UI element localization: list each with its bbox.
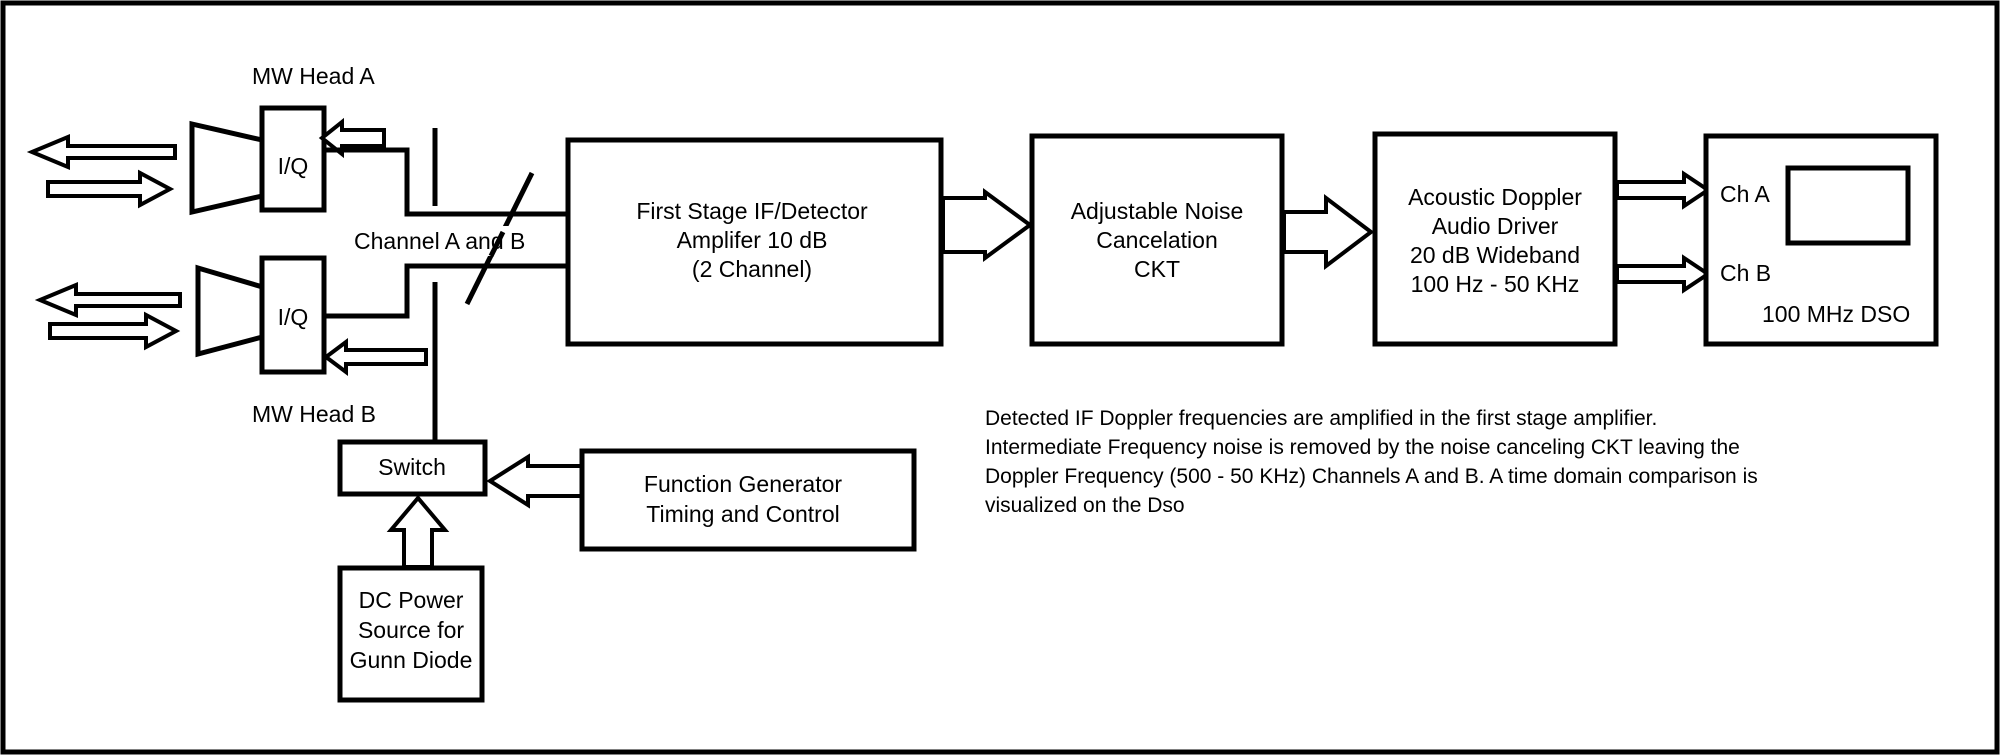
desc-line2: Intermediate Frequency noise is removed … bbox=[985, 436, 1740, 459]
switch-block: Switch bbox=[337, 439, 488, 497]
dc-line3: Gunn Diode bbox=[350, 647, 473, 673]
audio-line2: Audio Driver bbox=[1432, 213, 1559, 239]
description-text: Detected IF Doppler frequencies are ampl… bbox=[985, 407, 1758, 517]
head-b-feedback-arrow bbox=[322, 338, 428, 376]
mw-head-a: MW Head A I/Q bbox=[26, 63, 386, 216]
head-a-rx-arrow bbox=[46, 169, 175, 209]
dso-name-label: 100 MHz DSO bbox=[1762, 301, 1910, 327]
dc-line2: Source for bbox=[358, 617, 464, 643]
audio-to-ch-a-arrow bbox=[1615, 170, 1712, 210]
noise-line2: Cancelation bbox=[1096, 227, 1217, 253]
channel-label-bg bbox=[350, 226, 546, 256]
channel-wiring bbox=[324, 128, 568, 444]
dso-ch-b-label: Ch B bbox=[1720, 260, 1771, 286]
power-to-switch-arrow bbox=[386, 494, 450, 569]
horn-a-icon bbox=[189, 120, 265, 216]
iq-a-label: I/Q bbox=[278, 153, 309, 179]
dso-screen bbox=[1785, 165, 1911, 246]
desc-line3: Doppler Frequency (500 - 50 KHz) Channel… bbox=[985, 465, 1758, 488]
audio-driver-block: Acoustic Doppler Audio Driver 20 dB Wide… bbox=[1372, 131, 1618, 347]
fg-to-switch-arrow bbox=[486, 453, 584, 509]
fg-line1: Function Generator bbox=[644, 471, 843, 497]
head-b-tx-arrow bbox=[34, 282, 182, 318]
dc-line1: DC Power bbox=[359, 587, 464, 613]
dso-ch-a-label: Ch A bbox=[1720, 181, 1771, 207]
noise-cancel-block: Adjustable Noise Cancelation CKT bbox=[1029, 133, 1285, 347]
noise-line3: CKT bbox=[1134, 256, 1180, 282]
dso-block: Ch A Ch B 100 MHz DSO bbox=[1703, 133, 1939, 347]
amp-to-noise-arrow bbox=[941, 188, 1034, 262]
function-generator-block: Function Generator Timing and Control bbox=[579, 448, 917, 552]
iq-block-b bbox=[259, 255, 327, 375]
if-amplifier-block: First Stage IF/Detector Amplifer 10 dB (… bbox=[565, 137, 944, 347]
noise-line1: Adjustable Noise bbox=[1071, 198, 1244, 224]
dc-power-block: DC Power Source for Gunn Diode bbox=[337, 565, 485, 703]
head-b-rx-arrow bbox=[48, 311, 181, 351]
audio-line3: 20 dB Wideband bbox=[1410, 242, 1580, 268]
fg-line2: Timing and Control bbox=[646, 501, 839, 527]
mw-head-b-label: MW Head B bbox=[252, 401, 376, 427]
noise-to-audio-arrow bbox=[1282, 193, 1375, 271]
if-amp-line3: (2 Channel) bbox=[692, 256, 812, 282]
switch-label: Switch bbox=[378, 454, 446, 480]
mw-head-a-label: MW Head A bbox=[252, 63, 375, 89]
horn-b-icon bbox=[195, 264, 269, 358]
if-amp-line1: First Stage IF/Detector bbox=[636, 198, 868, 224]
head-a-tx-arrow bbox=[26, 134, 177, 170]
audio-line1: Acoustic Doppler bbox=[1408, 184, 1582, 210]
mw-head-b: I/Q MW Head B bbox=[34, 255, 428, 427]
desc-line4: visualized on the Dso bbox=[985, 494, 1185, 517]
iq-b-label: I/Q bbox=[278, 304, 309, 330]
desc-line1: Detected IF Doppler frequencies are ampl… bbox=[985, 407, 1657, 430]
audio-line4: 100 Hz - 50 KHz bbox=[1411, 271, 1580, 297]
iq-block-a bbox=[259, 105, 327, 213]
if-amp-line2: Amplifer 10 dB bbox=[677, 227, 828, 253]
audio-to-ch-b-arrow bbox=[1615, 254, 1712, 294]
